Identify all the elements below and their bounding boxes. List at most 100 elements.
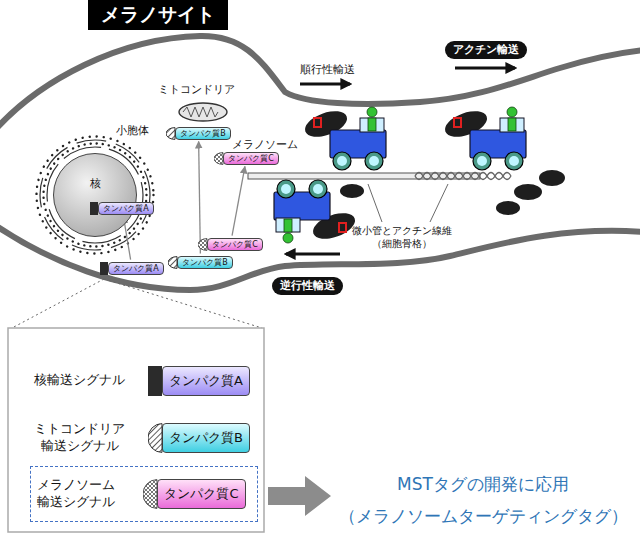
protein-pill: タンパク質A [148, 366, 250, 396]
signal-sequence [148, 423, 164, 453]
mitochondria-signal [166, 127, 175, 139]
leader-line [368, 184, 448, 222]
label-box: ミトコンドリア [158, 83, 235, 97]
nucleus-label: 核 [90, 176, 101, 191]
label-box: 核輸送シグナル [34, 372, 125, 389]
actin-filament [415, 173, 511, 180]
motor-vehicle [442, 106, 526, 170]
zoom-line [104, 279, 262, 328]
mitochondria-signal [168, 256, 177, 268]
actin-filament [415, 173, 511, 180]
transport-badge: 逆行性輸送 [272, 277, 343, 295]
signal-sequence [214, 152, 225, 165]
leader-line [368, 184, 382, 222]
endoplasmic-reticulum [37, 137, 154, 254]
protein-pill: タンパク質C [198, 238, 263, 251]
label: ミトコンドリア [158, 83, 235, 97]
endoplasmic-reticulum [40, 140, 150, 250]
direction-arrow [286, 253, 340, 256]
highlight-box: メラノソーム 輸送シグナル タンパク質C [30, 466, 258, 522]
protein-label: タンパク質A [108, 262, 164, 275]
transport-arrow [199, 142, 201, 254]
label-box: 小胞体 [116, 124, 149, 138]
label: メラノソーム [232, 138, 298, 152]
signal-sequence [143, 479, 159, 509]
signal-sequence [168, 256, 179, 269]
zoom-line [12, 279, 104, 328]
protein-pill: タンパク質A [90, 202, 154, 215]
badge-label: 逆行性輸送 [280, 279, 335, 293]
melanosome-signal [214, 152, 223, 164]
big-arrow [268, 476, 331, 516]
protein-label: タンパク質C [223, 152, 279, 165]
title: メラノサイト [101, 2, 215, 28]
legend-panel [8, 328, 264, 532]
direction-arrow [300, 83, 350, 86]
zoom-line [12, 279, 262, 328]
signal-sequence [100, 262, 110, 275]
label-box: メラノソーム [232, 138, 298, 152]
signal-sequence [148, 366, 164, 396]
nucleus: 核タンパク質A [53, 153, 137, 237]
endoplasmic-reticulum [44, 144, 147, 247]
motor-vehicle [274, 180, 358, 244]
label-box: MSTタグの開発に応用 （メラノソームターゲティングタグ） [339, 468, 628, 533]
label-box: 微小管とアクチン線維 （細胞骨格） [352, 224, 452, 250]
transport-badge: アクチン輸送 [445, 41, 527, 59]
protein-label: タンパク質A [162, 366, 250, 396]
melanosome [514, 184, 542, 200]
signal-sequence [90, 202, 100, 215]
protein-pill: タンパク質B [166, 127, 231, 140]
protein-pill: タンパク質B [148, 423, 250, 453]
label: ミトコンドリア 輸送シグナル [34, 421, 125, 455]
label: 順行性輸送 [300, 63, 355, 77]
label-box: 順行性輸送 [300, 63, 355, 77]
melanosome-signal [198, 238, 207, 250]
motor-vehicle [302, 106, 386, 170]
melanosome-signal [143, 480, 157, 509]
signal-sequence [166, 127, 177, 140]
protein-pill: タンパク質C [214, 152, 279, 165]
label: MSTタグの開発に応用 （メラノソームターゲティングタグ） [339, 468, 628, 533]
protein-pill: タンパク質A [100, 262, 164, 275]
label: 微小管とアクチン線維 （細胞骨格） [352, 224, 452, 250]
mitochondrion [179, 103, 227, 121]
signal-sequence [198, 238, 209, 251]
nuclear-signal [90, 202, 98, 215]
protein-label: タンパク質C [157, 479, 246, 509]
protein-pill: タンパク質B [168, 256, 233, 269]
nuclear-signal [148, 366, 162, 396]
motor-vehicle [274, 106, 526, 244]
mitochondrion [183, 107, 218, 117]
protein-label: タンパク質C [207, 238, 263, 251]
label: 核輸送シグナル [34, 372, 125, 389]
direction-arrow [286, 68, 515, 254]
melanosome [340, 170, 565, 215]
cell-outline [0, 36, 640, 290]
leader-line [430, 184, 448, 222]
protein-pill: タンパク質C [143, 479, 246, 509]
protein-label: タンパク質B [177, 256, 233, 269]
protein-label: タンパク質A [98, 202, 154, 215]
endoplasmic-reticulum [37, 137, 154, 254]
mitochondria-signal [148, 424, 162, 453]
melanosome [340, 184, 364, 198]
legend-panel [8, 328, 264, 532]
protein-label: タンパク質B [175, 127, 231, 140]
actin-filament [415, 173, 511, 180]
nuclear-signal [100, 262, 108, 275]
label-box: ミトコンドリア 輸送シグナル [34, 421, 125, 455]
endoplasmic-reticulum [47, 147, 143, 243]
protein-label: タンパク質B [162, 423, 250, 453]
melanosome [496, 201, 520, 215]
signal-label: メラノソーム 輸送シグナル [37, 477, 115, 511]
melanosome [539, 170, 565, 186]
badge-label: アクチン輸送 [453, 43, 519, 57]
direction-arrow [455, 67, 515, 70]
label: 小胞体 [116, 124, 149, 138]
title-box: メラノサイト [88, 0, 228, 30]
big-arrow [268, 476, 331, 516]
